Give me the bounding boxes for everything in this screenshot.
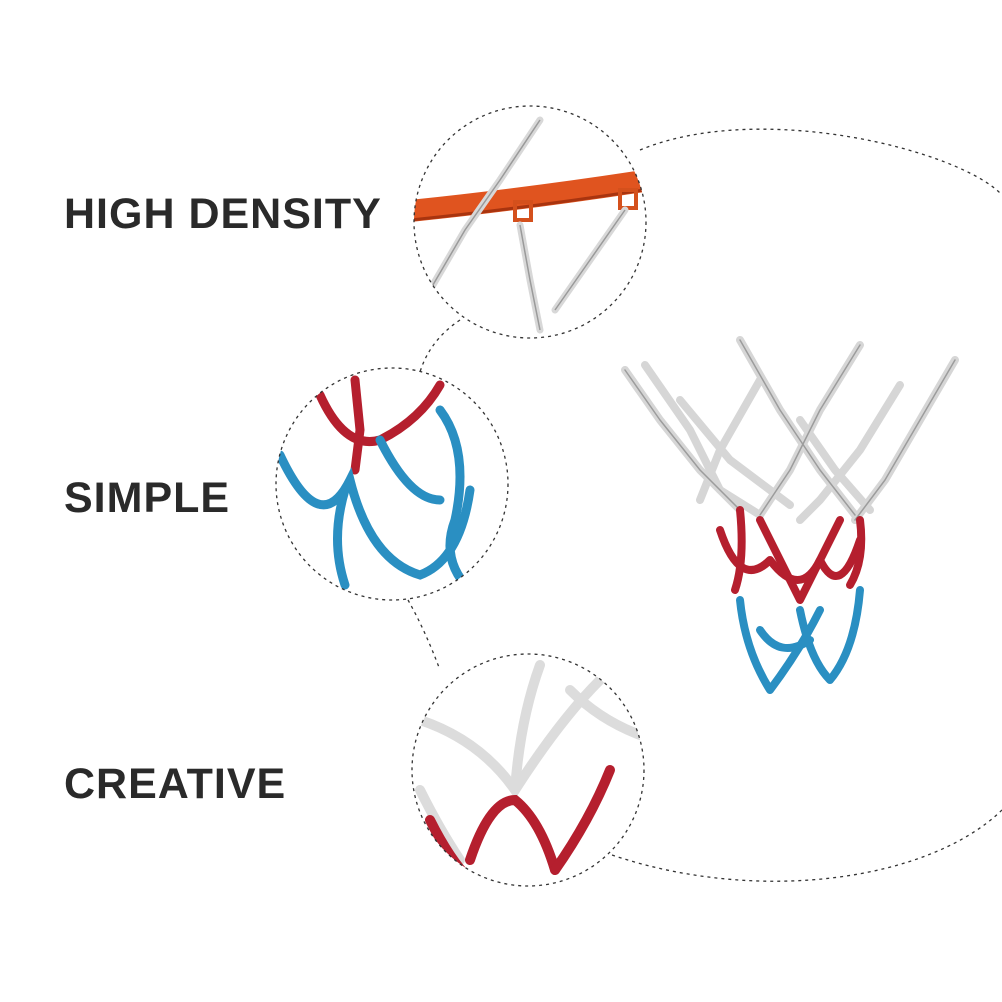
rim [414,169,646,223]
detail-circle-bot-outline [411,653,645,887]
large-dashed-circle [611,128,1002,882]
feature-label-high-density: HIGH DENSITY [64,190,382,238]
detail-simple [276,368,508,600]
detail-circle-top-outline [413,105,647,339]
feature-label-creative: CREATIVE [64,760,287,808]
connector-top-mid [419,319,461,373]
detail-creative [412,654,644,886]
connector-mid-bot [407,599,441,671]
chain-net [621,336,959,694]
detail-high-density [414,106,646,338]
detail-circle-mid-outline [275,367,509,601]
feature-label-simple: SIMPLE [64,474,231,522]
